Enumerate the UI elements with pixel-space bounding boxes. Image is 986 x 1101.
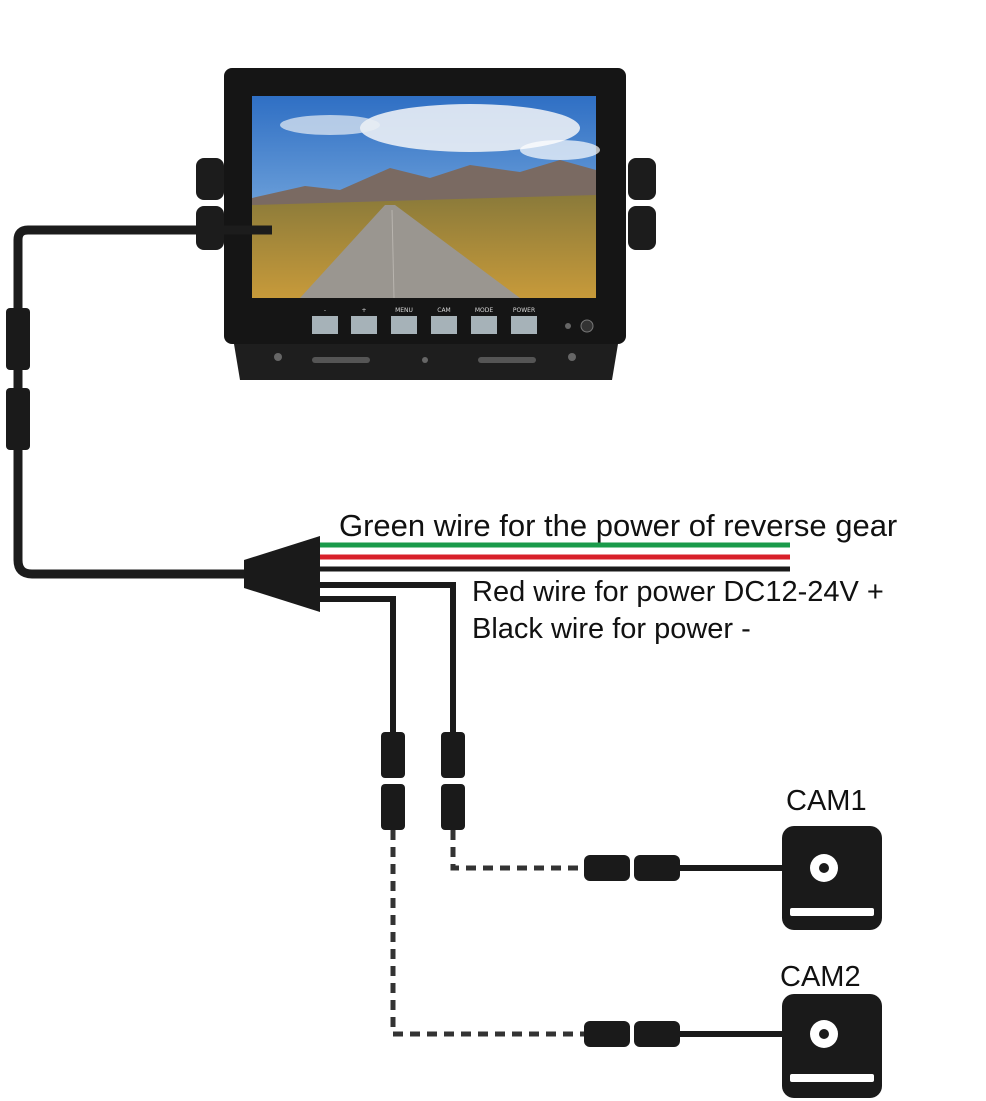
camera-stand-gap: [790, 1074, 874, 1082]
left-knob-upper[interactable]: [196, 158, 224, 200]
ir-sensor: [565, 323, 571, 329]
splitter-hub: [244, 536, 320, 612]
cam1-extension-cable: [450, 830, 586, 871]
bracket-hole-center: [422, 357, 428, 363]
button-label: POWER: [513, 307, 535, 314]
monitor-screen: [252, 96, 600, 299]
button-menu[interactable]: [391, 316, 417, 334]
camera-2: [782, 994, 882, 1098]
camera-body: [782, 994, 882, 1098]
cam2-plug-lower: [381, 784, 405, 830]
green-wire-label: Green wire for the power of reverse gear: [339, 508, 897, 543]
button-label: MODE: [475, 307, 494, 314]
bracket-hole-left: [274, 353, 282, 361]
inline-connector-bottom: [6, 388, 30, 450]
monitor: - + MENU CAM MODE POWER: [196, 68, 656, 380]
button-power[interactable]: [511, 316, 537, 334]
red-wire-label: Red wire for power DC12-24V +: [472, 576, 884, 608]
cam2-plug-upper: [381, 732, 405, 778]
cam1-connector-left: [584, 855, 630, 881]
button-label: -: [324, 307, 326, 314]
cam1-connector-right: [634, 855, 680, 881]
cam2-label: CAM2: [780, 961, 861, 993]
button-minus[interactable]: [312, 316, 338, 334]
inline-connector-top: [6, 308, 30, 370]
button-label: +: [361, 307, 366, 314]
cam1-label: CAM1: [786, 785, 867, 817]
button-cam[interactable]: [431, 316, 457, 334]
button-plus[interactable]: [351, 316, 377, 334]
cam2-connector-right: [634, 1021, 680, 1047]
bracket-slot-right: [478, 357, 536, 363]
cam2-connector-left: [584, 1021, 630, 1047]
monitor-button-row: - + MENU CAM MODE POWER: [312, 307, 594, 334]
camera-stand-gap: [790, 908, 874, 916]
button-label: CAM: [437, 307, 450, 314]
cam1-plug-upper: [441, 732, 465, 778]
bracket-hole-right: [568, 353, 576, 361]
cam1-plug-lower: [441, 784, 465, 830]
camera-1: [782, 826, 882, 930]
main-cable: [6, 225, 272, 579]
black-wire-label: Black wire for power -: [472, 613, 751, 645]
button-mode[interactable]: [471, 316, 497, 334]
power-wires: [320, 542, 790, 572]
right-knob-upper[interactable]: [628, 158, 656, 200]
button-label: MENU: [395, 307, 413, 314]
bracket-slot-left: [312, 357, 370, 363]
power-led: [580, 319, 594, 333]
camera-cables: [320, 582, 784, 1047]
right-knob-lower[interactable]: [628, 206, 656, 250]
cam2-extension-cable: [390, 830, 586, 1037]
